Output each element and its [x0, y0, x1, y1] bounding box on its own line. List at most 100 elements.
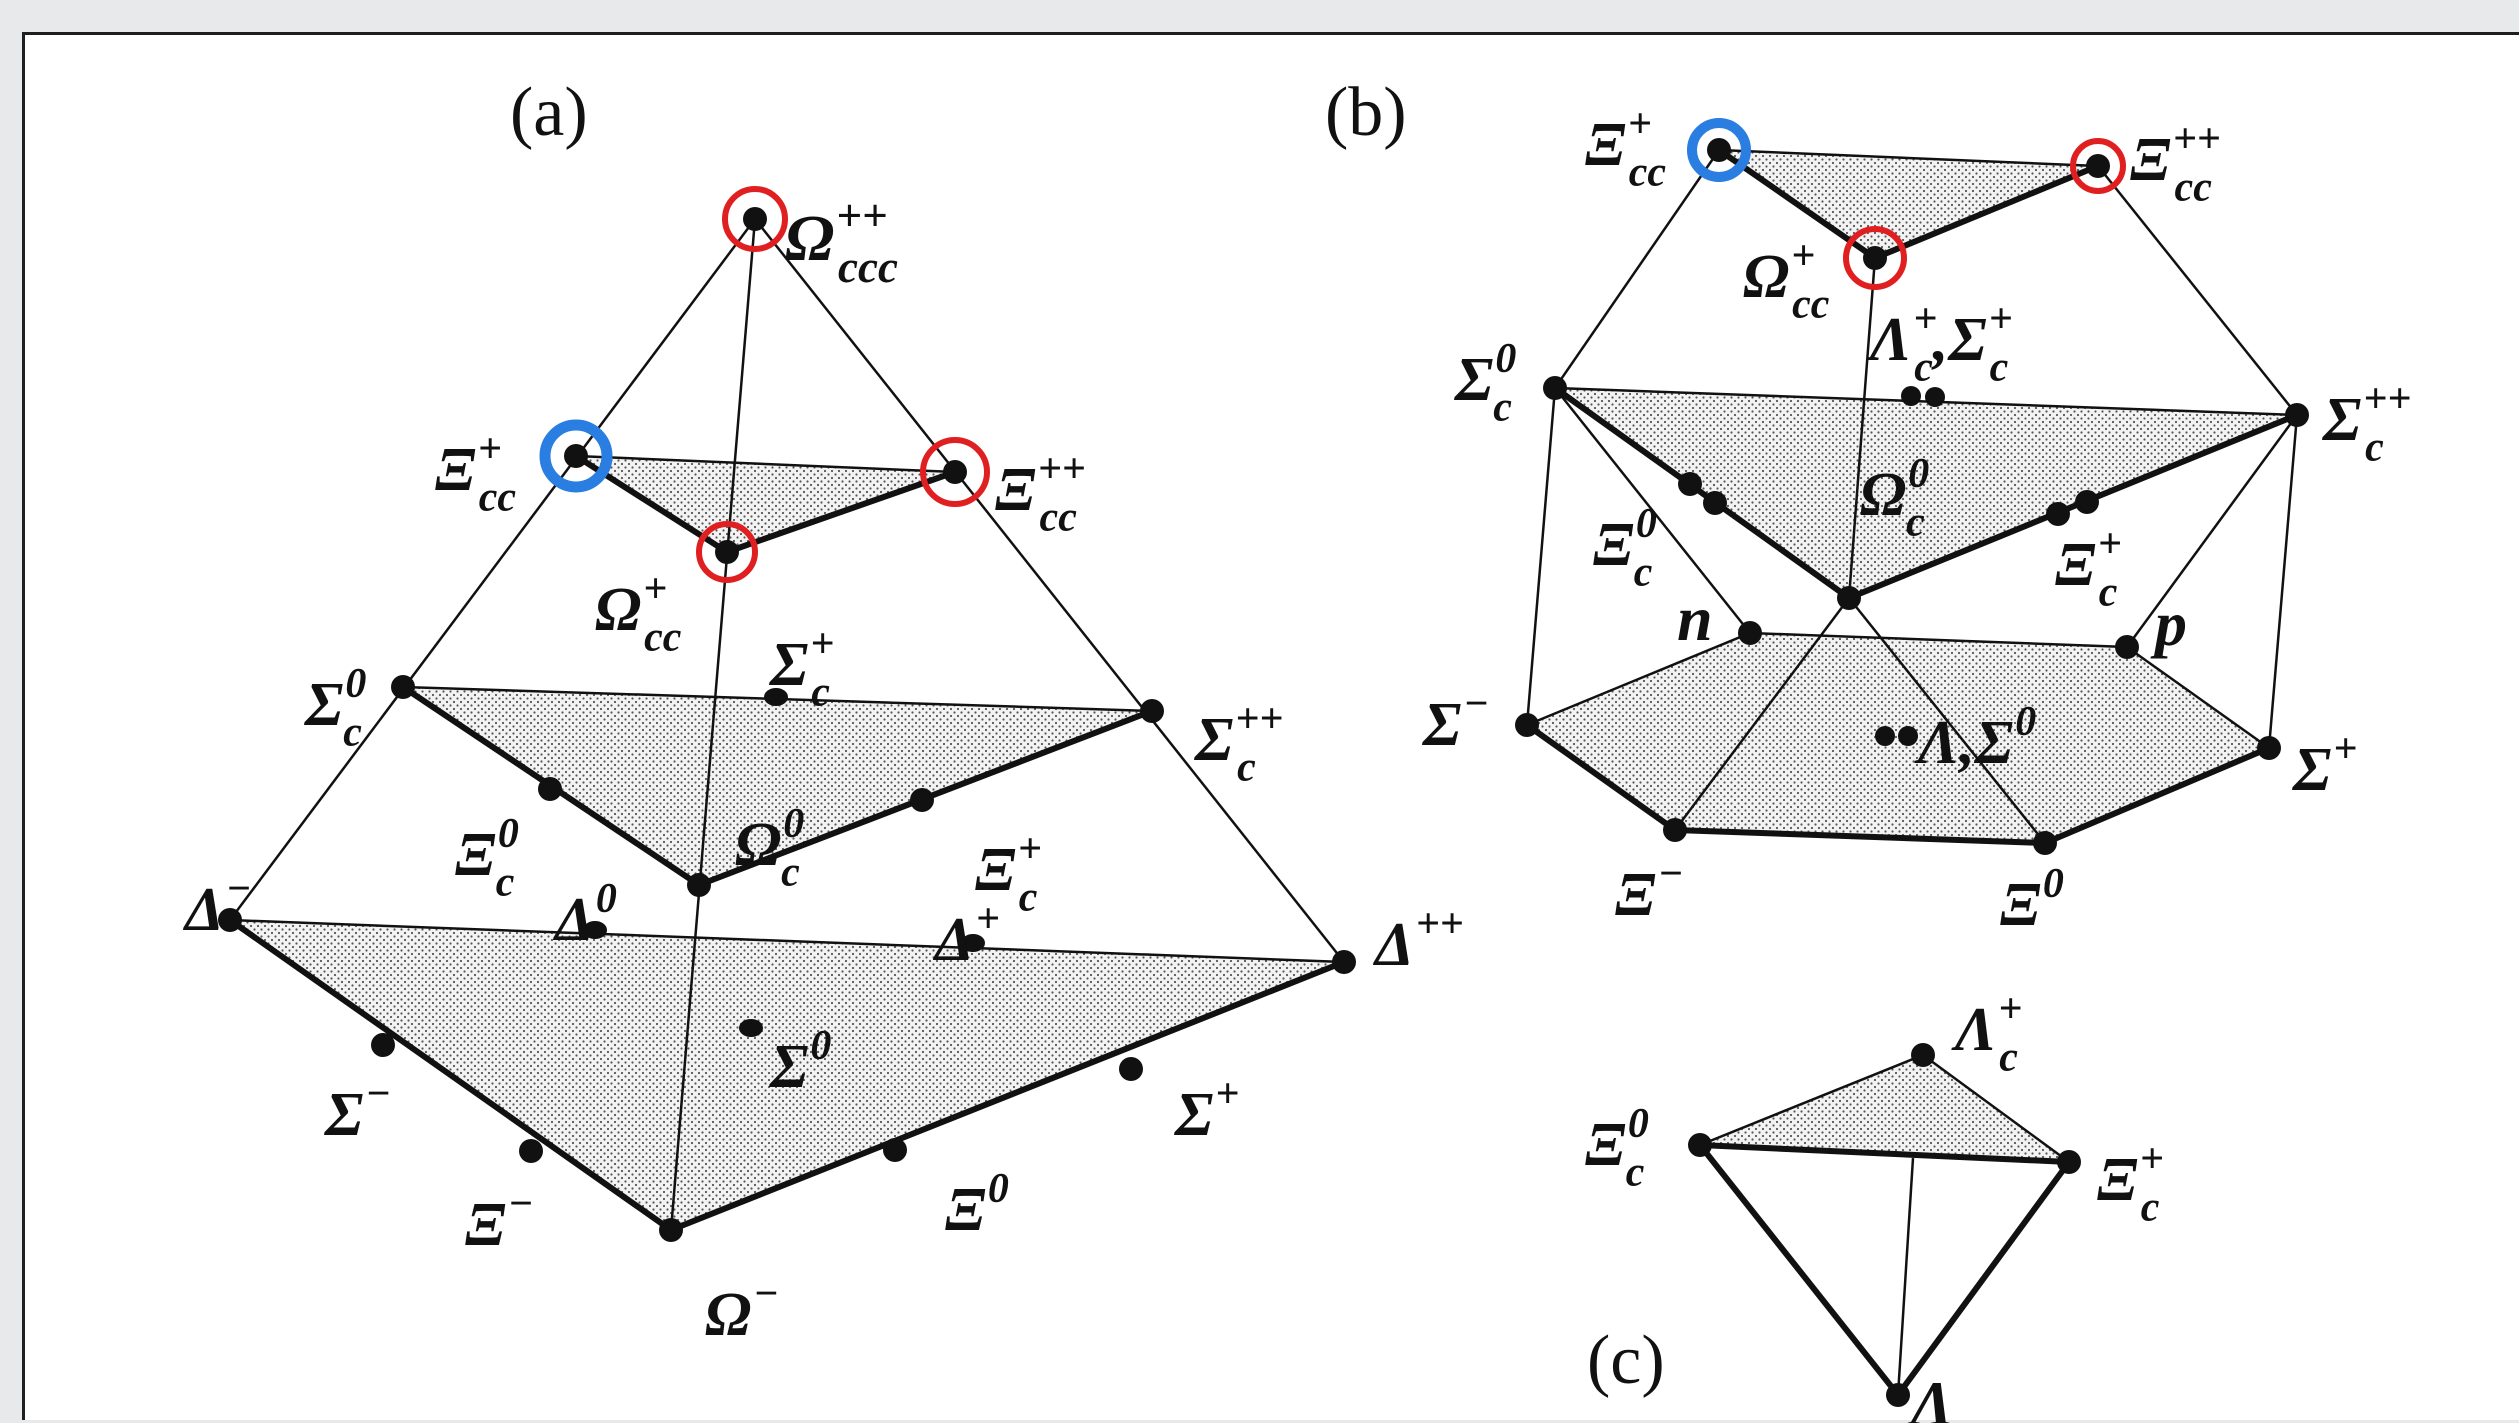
point-p [2115, 635, 2139, 659]
points-c [1688, 1043, 2081, 1407]
particle-symbol: Δ0 [552, 876, 617, 954]
label-xi-cc-plus-a: Ξ+cc [435, 426, 516, 520]
point-sigma-m [371, 1033, 395, 1057]
particle-symbol: Σ+ [2291, 726, 2357, 804]
point-omega-c0 [687, 873, 711, 897]
edges-b-thin [1525, 148, 2299, 844]
point-delta-p [961, 934, 985, 952]
label-xi-0-a: Ξ0 [945, 1166, 1009, 1244]
point-lambda-c-c [1911, 1043, 1935, 1067]
particle-symbol: Ω++ccc [785, 190, 898, 291]
point-xi-c0 [538, 777, 562, 801]
particle-symbol: Δ− [182, 866, 251, 944]
label-delta-pp: Δ++ [1372, 901, 1464, 979]
particle-symbol: Σ+ [1173, 1071, 1239, 1149]
point-xi-c0-b-2 [1703, 491, 1727, 515]
face-b-middle [1555, 388, 2297, 598]
particle-symbol: Σ++c [2321, 376, 2411, 470]
label-delta-m: Δ− [182, 866, 251, 944]
particle-symbol: p [2150, 588, 2187, 659]
label-omega-ccc: Ω++ccc [785, 190, 898, 291]
point-sigma-cpp [1140, 699, 1164, 723]
label-n: n [1677, 583, 1713, 654]
particle-symbol: Ω− [705, 1271, 779, 1349]
label-xi-m-a: Ξ− [465, 1181, 533, 1259]
point-xi-cp [910, 788, 934, 812]
highlight-ring-omega-cc-b [1843, 226, 1907, 290]
highlight-ring-omega-ccc [722, 186, 788, 252]
point-sigma-cp [764, 688, 788, 706]
label-lambda: Λ [1907, 1368, 1954, 1423]
particle-symbol: Ξ+c [975, 826, 1042, 920]
point-omega-m [659, 1218, 683, 1242]
point-lambda [1875, 726, 1895, 746]
point-xi-0-b [2033, 831, 2057, 855]
highlight-ring-xi-cc-pp-b [2070, 138, 2126, 194]
point-xi-cc-plus-b [1707, 138, 1731, 162]
point-xi-cp-b-1 [2046, 502, 2070, 526]
point-xi-m-b [1663, 818, 1687, 842]
label-sigma-cpp-b: Σ++c [2321, 376, 2411, 470]
point-lambda-c [1901, 386, 1921, 406]
highlight-ring-xi-cc-plus-a [539, 419, 613, 493]
point-delta-m [218, 908, 242, 932]
particle-symbol: Λ [1907, 1368, 1954, 1423]
particle-symbol: Σ− [1421, 681, 1489, 759]
particle-symbol: Δ++ [1372, 901, 1464, 979]
label-p: p [2150, 588, 2187, 659]
particle-symbol: Ω+cc [595, 566, 682, 660]
point-xi-cc-pp-b [2086, 154, 2110, 178]
label-omega-cc-b: Ω+cc [1743, 233, 1830, 327]
figure-frame: (a) [22, 32, 2519, 1423]
label-xi-cp-c: Ξ+c [2097, 1136, 2164, 1230]
label-delta-p: Δ+ [932, 896, 1000, 974]
label-sigma-cp-a: Σ+c [768, 621, 834, 715]
face-a-bottom [230, 920, 1344, 1230]
panel-c-label: (c) [1587, 1322, 1665, 1399]
edges-c-thick [1697, 1142, 2072, 1397]
point-xi-cc-pp [943, 460, 967, 484]
point-xi-c0-c [1688, 1133, 1712, 1157]
label-sigma-p-a: Σ+ [1173, 1071, 1239, 1149]
particle-symbol: Λ+c [1951, 986, 2022, 1080]
point-sigma-cp-b [1925, 387, 1945, 407]
label-omega-cc-a: Ω+cc [595, 566, 682, 660]
point-sigma-c0-b [1543, 376, 1567, 400]
point-sigma-p-b [2257, 736, 2281, 760]
point-omega-c0-b [1837, 586, 1861, 610]
face-c-top [1700, 1055, 2069, 1162]
edges-c-thin [1699, 1053, 2070, 1396]
particle-symbol: n [1677, 583, 1713, 654]
label-lambda-c: Λ+c [1951, 986, 2022, 1080]
points-b [1515, 138, 2309, 855]
label-sigma-m-b: Σ− [1421, 681, 1489, 759]
label-sigma-cpp-a: Σ++c [1193, 696, 1283, 790]
point-xi-cp-b-2 [2075, 490, 2099, 514]
point-xi-c0-b-1 [1678, 472, 1702, 496]
point-sigma-0 [739, 1019, 763, 1037]
particle-symbol: Σ0 [768, 1023, 831, 1101]
particle-symbol: Λ,Σ0 [1914, 699, 2036, 777]
particle-symbol: Ξ+c [2097, 1136, 2164, 1230]
point-sigma-m-b [1515, 713, 1539, 737]
particle-symbol: Ξ+cc [1585, 101, 1666, 195]
face-a-middle [403, 687, 1152, 885]
face-b-top [1719, 150, 2098, 258]
edges-a-thin [228, 218, 1345, 1231]
label-sigma-0-a: Σ0 [768, 1023, 831, 1101]
point-delta-0 [583, 921, 607, 939]
panel-b: (b) [1325, 74, 2411, 939]
highlight-ring-omega-cc-a [696, 521, 758, 583]
